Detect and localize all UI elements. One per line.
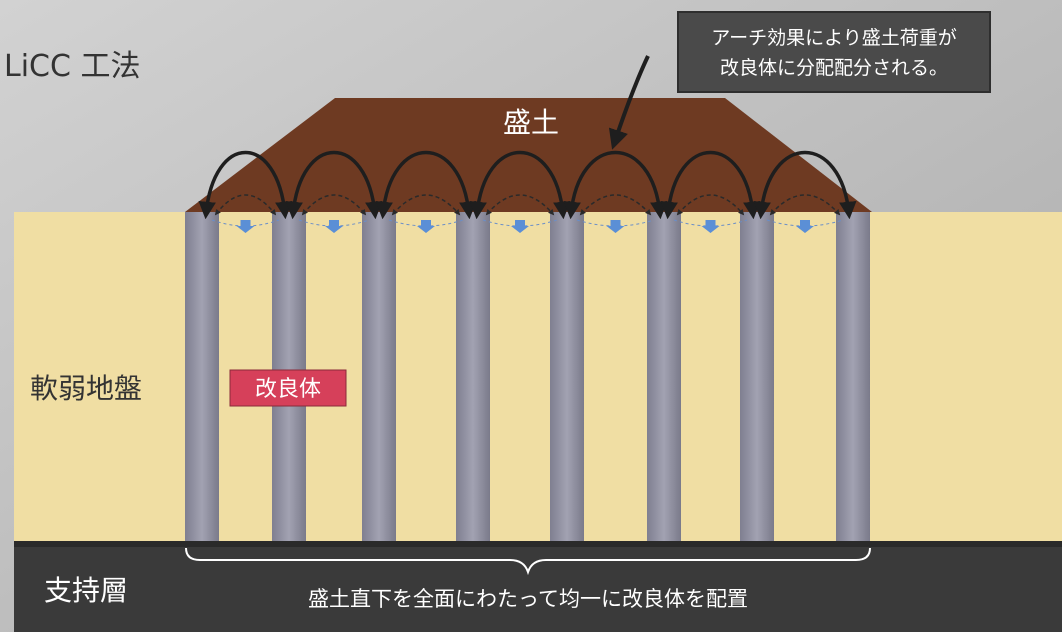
arch-arrow [563,150,668,220]
bearing-layer-edge [14,541,1062,547]
dashed-arch [579,194,652,216]
improved-body-badge [229,369,347,407]
arch-arrow [285,150,383,220]
improved-column [362,212,396,545]
arch-arrow [375,150,477,220]
soil-settlement-line [298,219,370,227]
dashed-arch [301,194,367,216]
improved-column [550,212,584,545]
page-title: LiCC 工法 [4,49,140,84]
load-down-arrow [511,220,529,233]
improved-column [456,212,490,545]
callout-line-1: アーチ効果により盛土荷重が [711,27,956,49]
load-down-arrow [417,220,435,233]
coverage-brace [185,547,871,576]
improved-column [647,212,681,545]
arch-arrow [469,150,571,220]
arch-arrow [753,150,857,220]
soft-ground [14,212,1062,545]
bearing-layer [14,545,1062,632]
soil-settlement-line [576,219,655,227]
soft-ground-label: 軟弱地盤 [30,372,142,405]
dashed-arch [485,194,555,216]
improved-column [836,212,870,545]
bottom-caption: 盛土直下を全面にわたって均一に改良体を配置 [308,587,748,611]
dashed-arch [391,194,461,216]
bearing-layer-label: 支持層 [44,574,128,607]
embankment-label: 盛土 [503,106,559,139]
load-down-arrow [236,220,255,233]
improved-column [740,212,774,545]
load-down-arrow [606,220,625,233]
dashed-arch [676,194,745,216]
arch-arrow [198,150,293,220]
load-down-arrow [796,220,814,233]
callout-box [677,11,991,93]
dashed-arch [769,194,841,216]
improved-body-label: 改良体 [255,377,321,402]
callout-pointer-arrow [608,55,650,150]
load-down-arrow [325,220,343,233]
callout-line-2: 改良体に分配配分される。 [720,57,948,79]
improved-column [185,212,219,545]
dashed-arch [214,194,277,216]
load-down-arrow [701,220,720,233]
improved-columns [185,212,870,545]
arch-arrow [660,150,761,220]
load-arrows [236,220,814,233]
soil-settlement-line [211,219,280,227]
